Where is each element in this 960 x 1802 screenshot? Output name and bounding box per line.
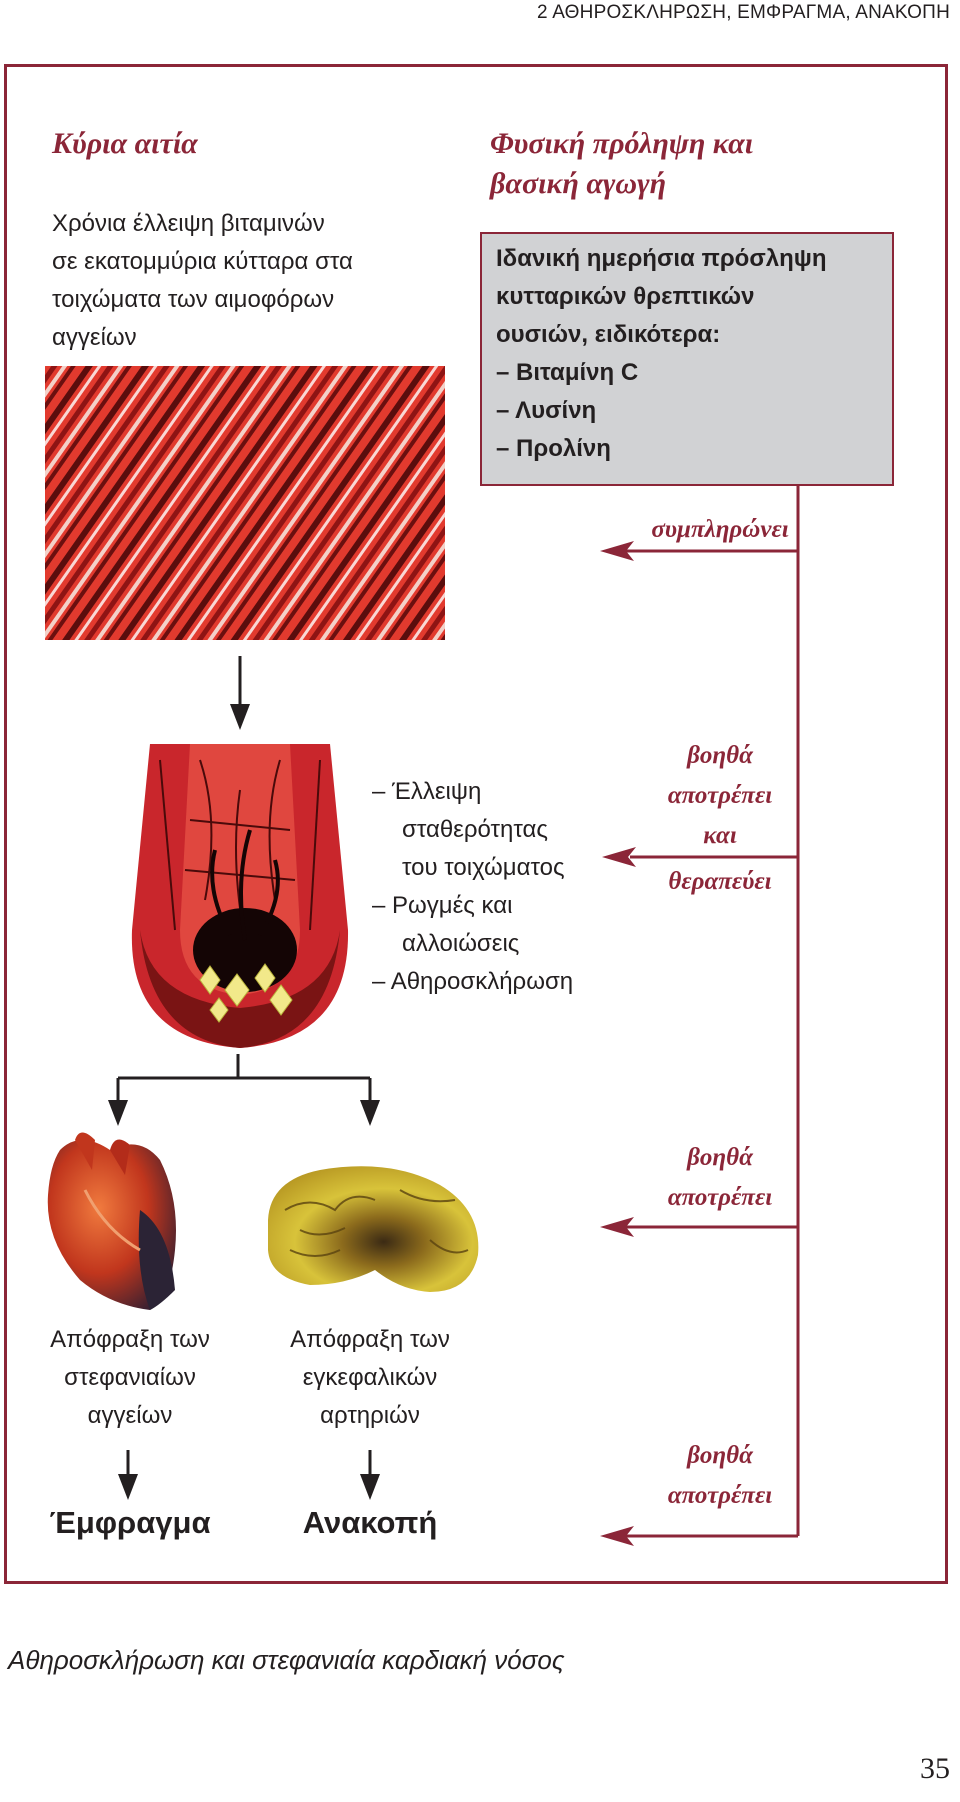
artery-cross-section-image: [131, 744, 349, 1048]
cause-line: αγγείων: [52, 324, 137, 351]
prevention-heading-line: Φυσική πρόληψη και: [490, 127, 754, 160]
wall-effect-line: αλλοιώσεις: [402, 930, 520, 957]
infarction-label: Έμφραγμα: [49, 1505, 211, 1540]
label-helps-prevent-2: βοηθά αποτρέπει: [620, 1138, 820, 1218]
label-line: βοηθά: [687, 1442, 753, 1469]
cerebral-occlusion-text: Απόφραξη των εγκεφαλικών αρτηριών: [256, 1321, 484, 1435]
brain-image: [268, 1166, 479, 1292]
label-line: βοηθά: [687, 742, 753, 769]
arrowhead-first: [600, 541, 634, 561]
wall-effects-list: – Έλλειψη σταθερότητας του τοιχώματος – …: [372, 773, 573, 1001]
arrowhead-third: [600, 1217, 634, 1237]
cause-line: σε εκατομμύρια κύτταρα στα: [52, 248, 353, 275]
arrowhead-second: [602, 847, 636, 867]
diagram-frame: [4, 64, 948, 1584]
heart-image: [47, 1132, 177, 1310]
flow-arrowheads: [108, 704, 380, 1500]
label-line: αποτρέπει: [667, 782, 773, 809]
label-line: και: [703, 822, 737, 849]
outcome-line: αρτηριών: [320, 1402, 420, 1429]
outcome-line: Απόφραξη των: [290, 1326, 450, 1353]
wall-effect-line: – Έλλειψη: [372, 778, 482, 805]
label-complements: συμπληρώνει: [651, 516, 789, 543]
nutrient-box-line: Ιδανική ημερήσια πρόσληψη: [496, 245, 827, 272]
nutrient-box-line: κυτταρικών θρεπτικών: [496, 283, 755, 310]
cardiac-arrest-label: Ανακοπή: [302, 1505, 438, 1540]
label-line: αποτρέπει: [667, 1184, 773, 1211]
label-line: θεραπεύει: [668, 868, 772, 895]
prevention-heading: Φυσική πρόληψη και βασική αγωγή: [490, 124, 753, 204]
outcome-line: στεφανιαίων: [64, 1364, 196, 1391]
label-helps-prevent-treat: βοηθά αποτρέπει και θεραπεύει: [620, 736, 820, 902]
label-helps-prevent-3: βοηθά αποτρέπει: [620, 1436, 820, 1516]
nutrient-box-line: – Βιταμίνη C: [496, 359, 639, 386]
outcome-line: αγγείων: [87, 1402, 173, 1429]
vessel-wall-tissue-image: [45, 366, 445, 640]
prevention-heading-line: βασική αγωγή: [490, 167, 667, 200]
coronary-occlusion-text: Απόφραξη των στεφανιαίων αγγείων: [18, 1321, 242, 1435]
nutrient-box-line: ουσιών, ειδικότερα:: [496, 321, 721, 348]
arrowhead-fourth: [600, 1526, 634, 1546]
wall-effect-line: σταθερότητας: [402, 816, 548, 843]
page-number: 35: [920, 1752, 950, 1785]
outcome-line: Απόφραξη των: [50, 1326, 210, 1353]
figure-caption: Αθηροσκλήρωση και στεφανιαία καρδιακή νό…: [8, 1645, 565, 1675]
nutrient-box: Ιδανική ημερήσια πρόσληψη κυτταρικών θρε…: [480, 232, 894, 486]
main-cause-text: Χρόνια έλλειψη βιταμινών σε εκατομμύρια …: [52, 205, 353, 357]
prevention-arrowheads: [600, 541, 636, 1546]
prevention-connector: [615, 486, 800, 1538]
wall-effect-line: – Ρωγμές και: [372, 892, 513, 919]
nutrient-box-line: – Λυσίνη: [496, 397, 597, 424]
wall-effect-line: του τοιχώματος: [402, 854, 565, 881]
cause-line: Χρόνια έλλειψη βιταμινών: [52, 210, 325, 237]
cause-line: τοιχώματα των αιμοφόρων: [52, 286, 335, 313]
label-line: βοηθά: [687, 1144, 753, 1171]
wall-effect-line: – Αθηροσκλήρωση: [372, 968, 574, 995]
outcome-line: εγκεφαλικών: [302, 1364, 438, 1391]
nutrient-box-line: – Προλίνη: [496, 435, 611, 462]
label-line: αποτρέπει: [667, 1482, 773, 1509]
running-head: 2 ΑΘΗΡΟΣΚΛΗΡΩΣΗ, ΕΜΦΡΑΓΜΑ, ΑΝΑΚΟΠΗ: [537, 2, 950, 23]
main-cause-heading: Κύρια αιτία: [52, 127, 198, 160]
